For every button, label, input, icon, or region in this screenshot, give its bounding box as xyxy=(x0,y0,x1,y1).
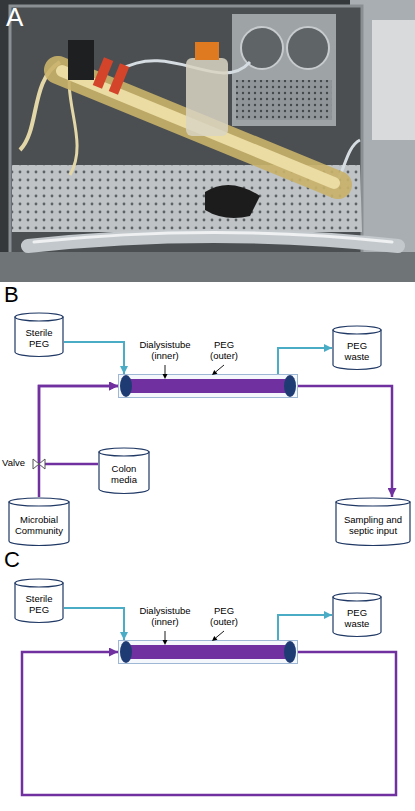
panel-letter: A xyxy=(6,3,23,32)
bottle-cap xyxy=(195,42,219,60)
flow-line xyxy=(64,342,124,374)
outer-tube xyxy=(119,375,298,398)
fan xyxy=(287,27,329,69)
leader-arrowhead xyxy=(212,636,217,641)
reservoir-cylinder: Colon media xyxy=(98,447,150,495)
cylinder-body xyxy=(333,597,381,637)
leader-line xyxy=(165,631,166,640)
reservoir-cylinder: Sterile PEG xyxy=(14,578,64,624)
tube-label: Dialysistube (inner) xyxy=(134,606,196,628)
cylinder-body xyxy=(9,502,69,546)
tube-end-cap xyxy=(120,641,132,663)
panel-letter: C xyxy=(4,548,20,572)
reservoir-cylinder: Microbial Community xyxy=(8,497,70,547)
leader-line xyxy=(216,631,224,638)
flow-line xyxy=(278,348,332,374)
tube-label: Dialysistube (inner) xyxy=(134,340,196,362)
reservoir-label: Sampling and septic input xyxy=(338,515,408,537)
cylinder-body xyxy=(333,330,381,370)
text-holder: Sterile PEG xyxy=(17,589,61,621)
media-bottle xyxy=(186,58,228,136)
cylinder-top xyxy=(99,448,149,456)
leader-line xyxy=(216,365,224,372)
flow-line xyxy=(298,386,392,497)
cylinder-top xyxy=(15,579,63,587)
valve-label: Valve xyxy=(2,458,25,468)
fan-housing xyxy=(232,14,336,126)
tube-end-cap xyxy=(284,375,296,397)
flow-line xyxy=(64,608,124,640)
cylinder-top xyxy=(333,593,381,601)
text-holder: Sampling and septic input xyxy=(338,508,408,544)
reservoir-cylinder: PEG waste xyxy=(332,325,382,371)
text-holder: PEG waste xyxy=(335,336,379,368)
valve-symbol xyxy=(33,459,45,469)
reservoir-cylinder: Sampling and septic input xyxy=(335,497,411,547)
apparatus-photo xyxy=(0,0,415,282)
cylinder-body xyxy=(336,502,410,546)
tube-label: PEG (outer) xyxy=(204,606,244,628)
chamber-frame xyxy=(0,252,415,282)
anaerobic-chamber xyxy=(10,6,362,256)
leader-arrowhead xyxy=(212,370,217,375)
inner-dialysis-tube xyxy=(126,379,290,393)
tube-holder xyxy=(68,40,94,80)
valve-half xyxy=(33,459,39,469)
flow-line xyxy=(22,652,396,795)
panel-letter: B xyxy=(4,283,19,307)
cylinder-top xyxy=(15,313,63,321)
leader-arrowhead xyxy=(163,640,168,645)
flow-line xyxy=(278,615,332,640)
dark-object xyxy=(205,185,260,218)
cylinder-body xyxy=(99,452,149,494)
clamp xyxy=(109,63,130,95)
dialysis-tube: Dialysistube (inner)PEG (outer) xyxy=(118,374,298,398)
outer-tube xyxy=(119,641,298,664)
text-holder: Sterile PEG xyxy=(17,323,61,355)
cylinder-body xyxy=(15,317,63,357)
text-holder: Colon media xyxy=(101,458,147,492)
cylinder-body xyxy=(15,583,63,623)
text-holder: Microbial Community xyxy=(11,508,67,544)
reservoir-cylinder: PEG waste xyxy=(332,592,382,638)
dialysis-tube: Dialysistube (inner)PEG (outer) xyxy=(118,640,298,664)
text-holder: PEG waste xyxy=(335,603,379,635)
cylinder-top xyxy=(336,498,410,506)
reservoir-label: Sterile PEG xyxy=(17,328,61,350)
tube-label: PEG (outer) xyxy=(204,340,244,362)
photo-background xyxy=(0,0,415,282)
tube-end-cap xyxy=(284,641,296,663)
reservoir-label: PEG waste xyxy=(335,608,379,630)
reservoir-label: Microbial Community xyxy=(11,515,67,537)
leader-arrowhead xyxy=(163,374,168,379)
handle-highlight xyxy=(34,233,392,243)
leader-line xyxy=(165,365,166,374)
cylinder-top xyxy=(9,498,69,506)
tube-outline xyxy=(118,374,298,398)
valve-half xyxy=(39,459,45,469)
clamp xyxy=(93,57,114,89)
reservoir-label: Colon media xyxy=(101,464,147,486)
reservoir-label: PEG waste xyxy=(335,341,379,363)
cylinder-top xyxy=(333,326,381,334)
tube-end-cap xyxy=(120,375,132,397)
hose xyxy=(120,61,250,73)
tube-outline xyxy=(118,640,298,664)
wall-poster xyxy=(372,20,415,140)
reservoir-cylinder: Sterile PEG xyxy=(14,312,64,358)
connector-group xyxy=(22,342,396,795)
vent-grille xyxy=(236,80,332,120)
inner-dialysis-tube xyxy=(126,645,290,659)
reservoir-label: Sterile PEG xyxy=(17,594,61,616)
